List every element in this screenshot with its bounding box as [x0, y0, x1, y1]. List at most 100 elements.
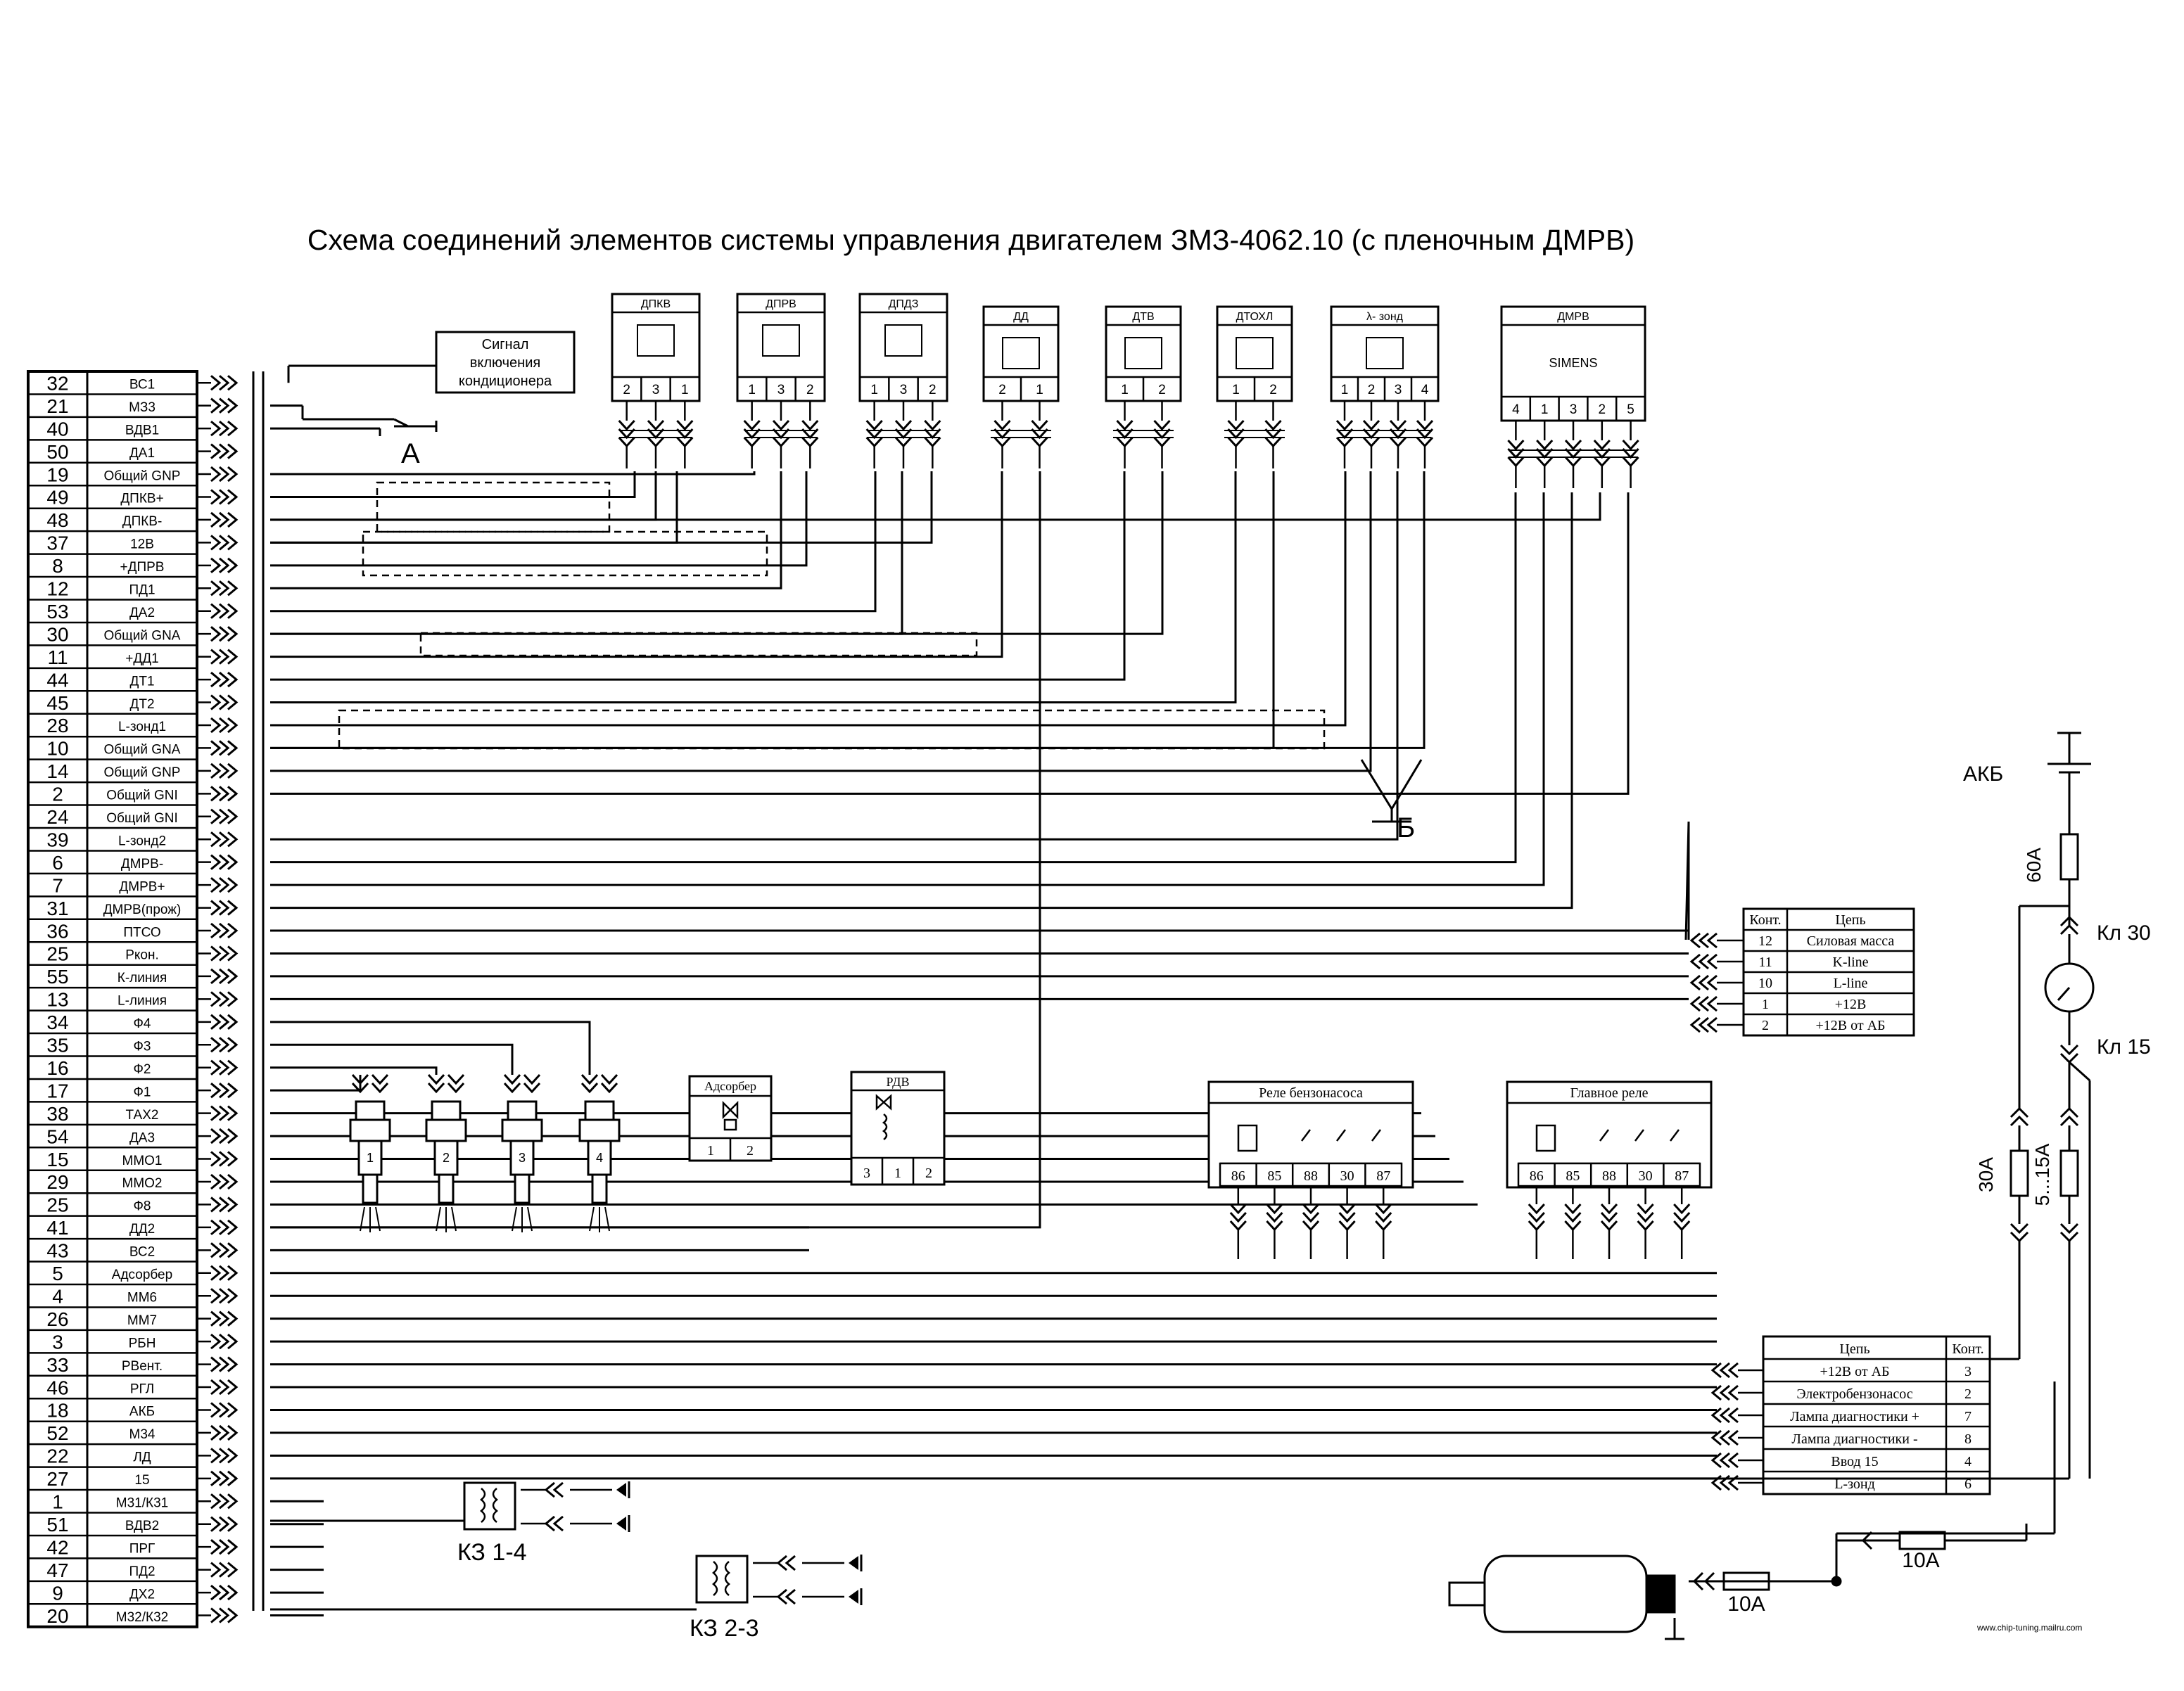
sensor-label: λ- зонд — [1366, 311, 1404, 323]
ecu-pin-name: L-линия — [118, 994, 167, 1009]
ecu-pin-name: ДТ2 — [129, 697, 154, 712]
ecu-pin-number: 25 — [46, 943, 68, 965]
wire — [270, 471, 756, 476]
terminal-icon — [616, 1483, 626, 1497]
ecu-pin-number: 35 — [46, 1035, 68, 1057]
sensor-pin: 5 — [1627, 402, 1634, 417]
sensor-pin: 2 — [806, 383, 814, 397]
fuse-60a-icon — [2059, 833, 2079, 881]
ecu-pin-number: 1 — [52, 1491, 63, 1513]
ecu-pin-number: 44 — [46, 669, 68, 691]
injector-tip-icon — [591, 1173, 608, 1204]
relay-pin-row — [1219, 1162, 1403, 1187]
injector-head-icon — [584, 1100, 615, 1121]
ignition-coil-2-3: КЗ 2-3 — [690, 1555, 759, 1642]
wire — [270, 471, 1275, 749]
ecu-pin-name: Ф1 — [133, 1085, 151, 1099]
wire — [270, 1043, 514, 1075]
ecu-pin-number: 9 — [52, 1582, 63, 1604]
fuse-10a-1-label: 10А — [1902, 1549, 1939, 1572]
wire — [270, 471, 1237, 704]
relay-contact-icon — [1599, 1129, 1680, 1142]
relay-pin: 88 — [1304, 1168, 1318, 1184]
injector-nozzle-icon — [357, 1140, 383, 1176]
ecu-pin-name: ТАХ2 — [126, 1108, 159, 1123]
conn-bottom-cell: Электробензонасос — [1796, 1386, 1912, 1402]
injector-nozzle-icon — [509, 1140, 535, 1176]
conn-bottom-cell: 6 — [1964, 1476, 1972, 1492]
injector-body-icon — [578, 1118, 621, 1142]
ecu-pin-name: ДМРВ(прож) — [103, 902, 182, 917]
ecu-pin-name: Общий GNI — [106, 789, 178, 803]
ecu-pin-number: 32 — [46, 372, 68, 394]
shield-dprv — [362, 530, 768, 577]
rdv-label: РДВ — [887, 1075, 910, 1089]
injector-number: 3 — [519, 1151, 526, 1165]
wire — [270, 492, 1517, 864]
wire — [270, 471, 933, 544]
wire — [270, 471, 1347, 727]
ecu-pin-name: Ф4 — [133, 1016, 151, 1031]
sensor-label: ДД — [1013, 311, 1029, 323]
kl15-label: Кл 15 — [2097, 1035, 2151, 1059]
injector-head-icon — [355, 1100, 386, 1121]
sensor-pin: 3 — [1395, 383, 1402, 397]
ecu-pin-number: 19 — [46, 464, 68, 485]
point-a-label: А — [401, 438, 420, 469]
fuse-5-15a-label: 5...15А — [2031, 1143, 2053, 1206]
rdv-pin-2: 2 — [925, 1166, 932, 1181]
ecu-pin-name: ПРГ — [129, 1541, 155, 1556]
conn-bottom-cell: 2 — [1964, 1386, 1972, 1402]
sensor-pin: 2 — [623, 383, 630, 397]
wire — [270, 471, 636, 498]
ecu-pin-number: 36 — [46, 920, 68, 942]
conn-top-cell: +12В — [1835, 997, 1867, 1012]
ecu-pin-name: Общий GNA — [104, 628, 181, 643]
ecu-pin-number: 46 — [46, 1377, 68, 1398]
relay-label: Главное реле — [1570, 1085, 1649, 1101]
relay-pin: 30 — [1639, 1168, 1653, 1184]
ecu-pin-number: 40 — [46, 418, 68, 440]
wire — [270, 471, 1372, 772]
ecu-pin-number: 18 — [46, 1400, 68, 1422]
ecu-pin-number: 31 — [46, 898, 68, 919]
sensor-pin: 2 — [1368, 383, 1376, 397]
relay-coil-icon — [1535, 1124, 1556, 1152]
ecu-pin-name: ПД2 — [129, 1564, 155, 1579]
ecu-pin-number: 33 — [46, 1354, 68, 1376]
ecu-pin-number: 30 — [46, 623, 68, 645]
sensor-label: ДТВ — [1132, 311, 1154, 323]
ecu-pin-name: ДХ2 — [129, 1587, 155, 1602]
relay-pin: 87 — [1675, 1168, 1689, 1184]
spray-icon — [589, 1206, 610, 1232]
conn-top-cell: Конт. — [1749, 912, 1781, 928]
ecu-pin-number: 20 — [46, 1605, 68, 1627]
fuse-30a-icon — [2010, 1149, 2029, 1197]
ecu-pin-name: Ркон. — [125, 948, 159, 963]
sensor-element-icon — [1124, 337, 1162, 369]
sensor-label: ДПДЗ — [889, 298, 919, 310]
ecu-pin-number: 24 — [46, 806, 68, 828]
sensor-pin: 4 — [1512, 402, 1520, 417]
sensor-pin: 1 — [1232, 383, 1240, 397]
signal-ac-line-3: кондиционера — [459, 374, 552, 389]
conn-top-cell: K-line — [1832, 955, 1868, 970]
fuse-5-15a-icon — [2059, 1149, 2079, 1197]
spray-icon — [360, 1206, 381, 1232]
relay-pin: 85 — [1267, 1168, 1281, 1184]
fuel-pump-icon — [1483, 1555, 1648, 1633]
wire — [270, 1075, 362, 1092]
ecu-pin-name: L-зонд2 — [118, 834, 166, 848]
wire — [270, 471, 1126, 681]
conn-bottom-cell: 7 — [1964, 1409, 1972, 1424]
terminal-icon — [849, 1556, 858, 1570]
adsorber-pin-2: 2 — [747, 1143, 754, 1159]
